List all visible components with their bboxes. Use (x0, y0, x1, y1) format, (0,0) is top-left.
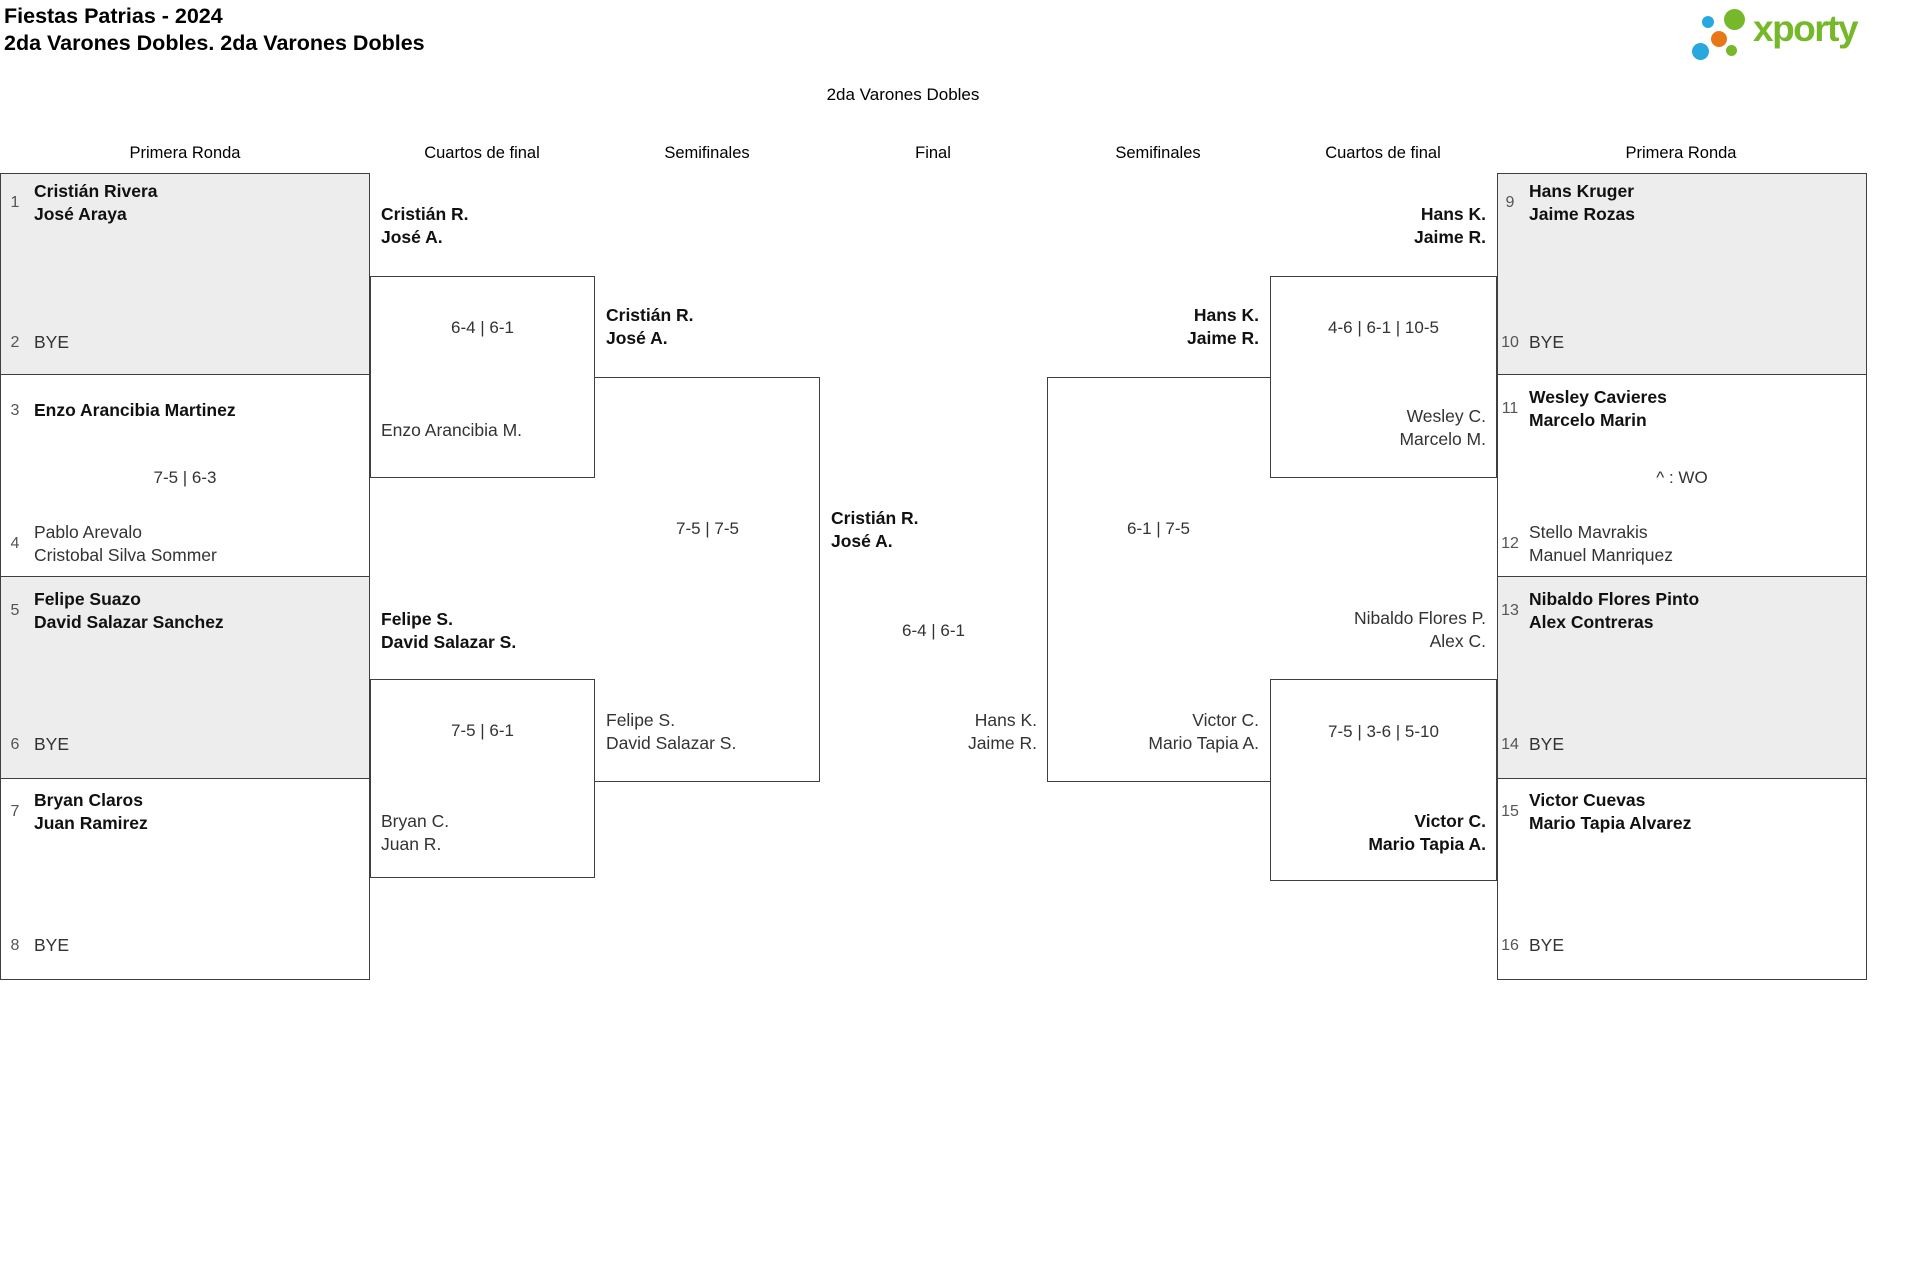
match-box-5-6 (1, 576, 369, 778)
divider (1, 778, 369, 779)
logo-wordmark: xporty (1753, 8, 1859, 49)
qf4-box (1270, 679, 1497, 881)
sf1-box (595, 377, 820, 782)
first-round-column-right (1497, 173, 1867, 980)
logo-dot-orange (1711, 31, 1727, 47)
qf1-loser: Enzo Arancibia M. (381, 420, 523, 440)
sf1-winner: Cristián R.José A. (606, 305, 694, 348)
divider (1, 374, 369, 375)
qf4-loser: Nibaldo Flores P.Alex C. (1354, 608, 1486, 651)
category-subtitle: 2da Varones Dobles. 2da Varones Dobles (4, 30, 425, 55)
logo-dot-blue-small (1702, 16, 1714, 28)
bracket-title: 2da Varones Dobles (826, 85, 980, 104)
entry-16: 16 BYE (1501, 935, 1565, 955)
entry-2: 2 BYE (10, 332, 70, 352)
entry-14: 14 BYE (1501, 734, 1565, 754)
qf1-box (370, 276, 595, 478)
divider (1, 576, 369, 577)
qf3-box (1270, 276, 1497, 478)
logo-dot-green-small (1726, 45, 1737, 56)
qf3-score: 4-6 | 6-1 | 10-5 (1328, 318, 1439, 337)
match-box-1-2 (1, 174, 369, 374)
sf2-score: 6-1 | 7-5 (1126, 519, 1190, 538)
logo-dot-green-large (1724, 9, 1745, 30)
qf4-winner: Victor C.Mario Tapia A. (1368, 811, 1486, 854)
round-header-primera-ronda-right: Primera Ronda (1625, 144, 1737, 162)
divider (1498, 778, 1866, 779)
xporty-logo[interactable]: xporty (1690, 0, 1910, 62)
match-box-13-14 (1498, 576, 1866, 778)
logo-dot-blue-medium (1692, 43, 1709, 60)
divider (1498, 374, 1866, 375)
entry-10: 10 BYE (1501, 332, 1565, 352)
final-winner: Cristián R.José A. (831, 508, 919, 551)
sf1-loser: Felipe S.David Salazar S. (606, 710, 737, 753)
match-box-9-10 (1498, 174, 1866, 374)
sf2-loser: Victor C.Mario Tapia A. (1148, 710, 1259, 753)
r1-right-score: ^ : WO (1656, 468, 1708, 487)
r1-left-score: 7-5 | 6-3 (153, 468, 217, 487)
qf4-score: 7-5 | 3-6 | 5-10 (1328, 722, 1439, 741)
qf1-score: 6-4 | 6-1 (450, 318, 514, 337)
round-header-cuartos-left: Cuartos de final (424, 144, 540, 162)
round-header-semifinales-right: Semifinales (1115, 144, 1201, 162)
qf2-loser: Bryan C.Juan R. (381, 811, 450, 854)
sf2-box (1047, 377, 1270, 782)
round-header-final: Final (915, 144, 951, 162)
divider (1498, 576, 1866, 577)
qf3-loser: Wesley C.Marcelo M. (1399, 406, 1486, 449)
first-round-column-left (0, 173, 370, 980)
qf2-winner: Felipe S.David Salazar S. (381, 609, 517, 652)
sf1-score: 7-5 | 7-5 (675, 519, 739, 538)
entry-6: 6 BYE (10, 734, 70, 754)
sf2-winner: Hans K.Jaime R. (1187, 305, 1259, 348)
entry-8: 8 BYE (10, 935, 70, 955)
final-loser: Hans K.Jaime R. (967, 710, 1037, 753)
page-header: Fiestas Patrias - 2024 2da Varones Doble… (4, 3, 425, 56)
round-header-primera-ronda-left: Primera Ronda (129, 144, 241, 162)
qf2-score: 7-5 | 6-1 (450, 721, 514, 740)
qf2-box (370, 679, 595, 878)
entry-3: 3 Enzo Arancibia Martinez (10, 400, 236, 420)
round-header-semifinales-left: Semifinales (664, 144, 750, 162)
round-header-cuartos-right: Cuartos de final (1325, 144, 1441, 162)
tournament-title: Fiestas Patrias - 2024 (4, 4, 223, 28)
final-score: 6-4 | 6-1 (901, 621, 965, 640)
qf3-winner: Hans K.Jaime R. (1414, 204, 1486, 247)
qf1-winner: Cristián R.José A. (381, 204, 469, 247)
